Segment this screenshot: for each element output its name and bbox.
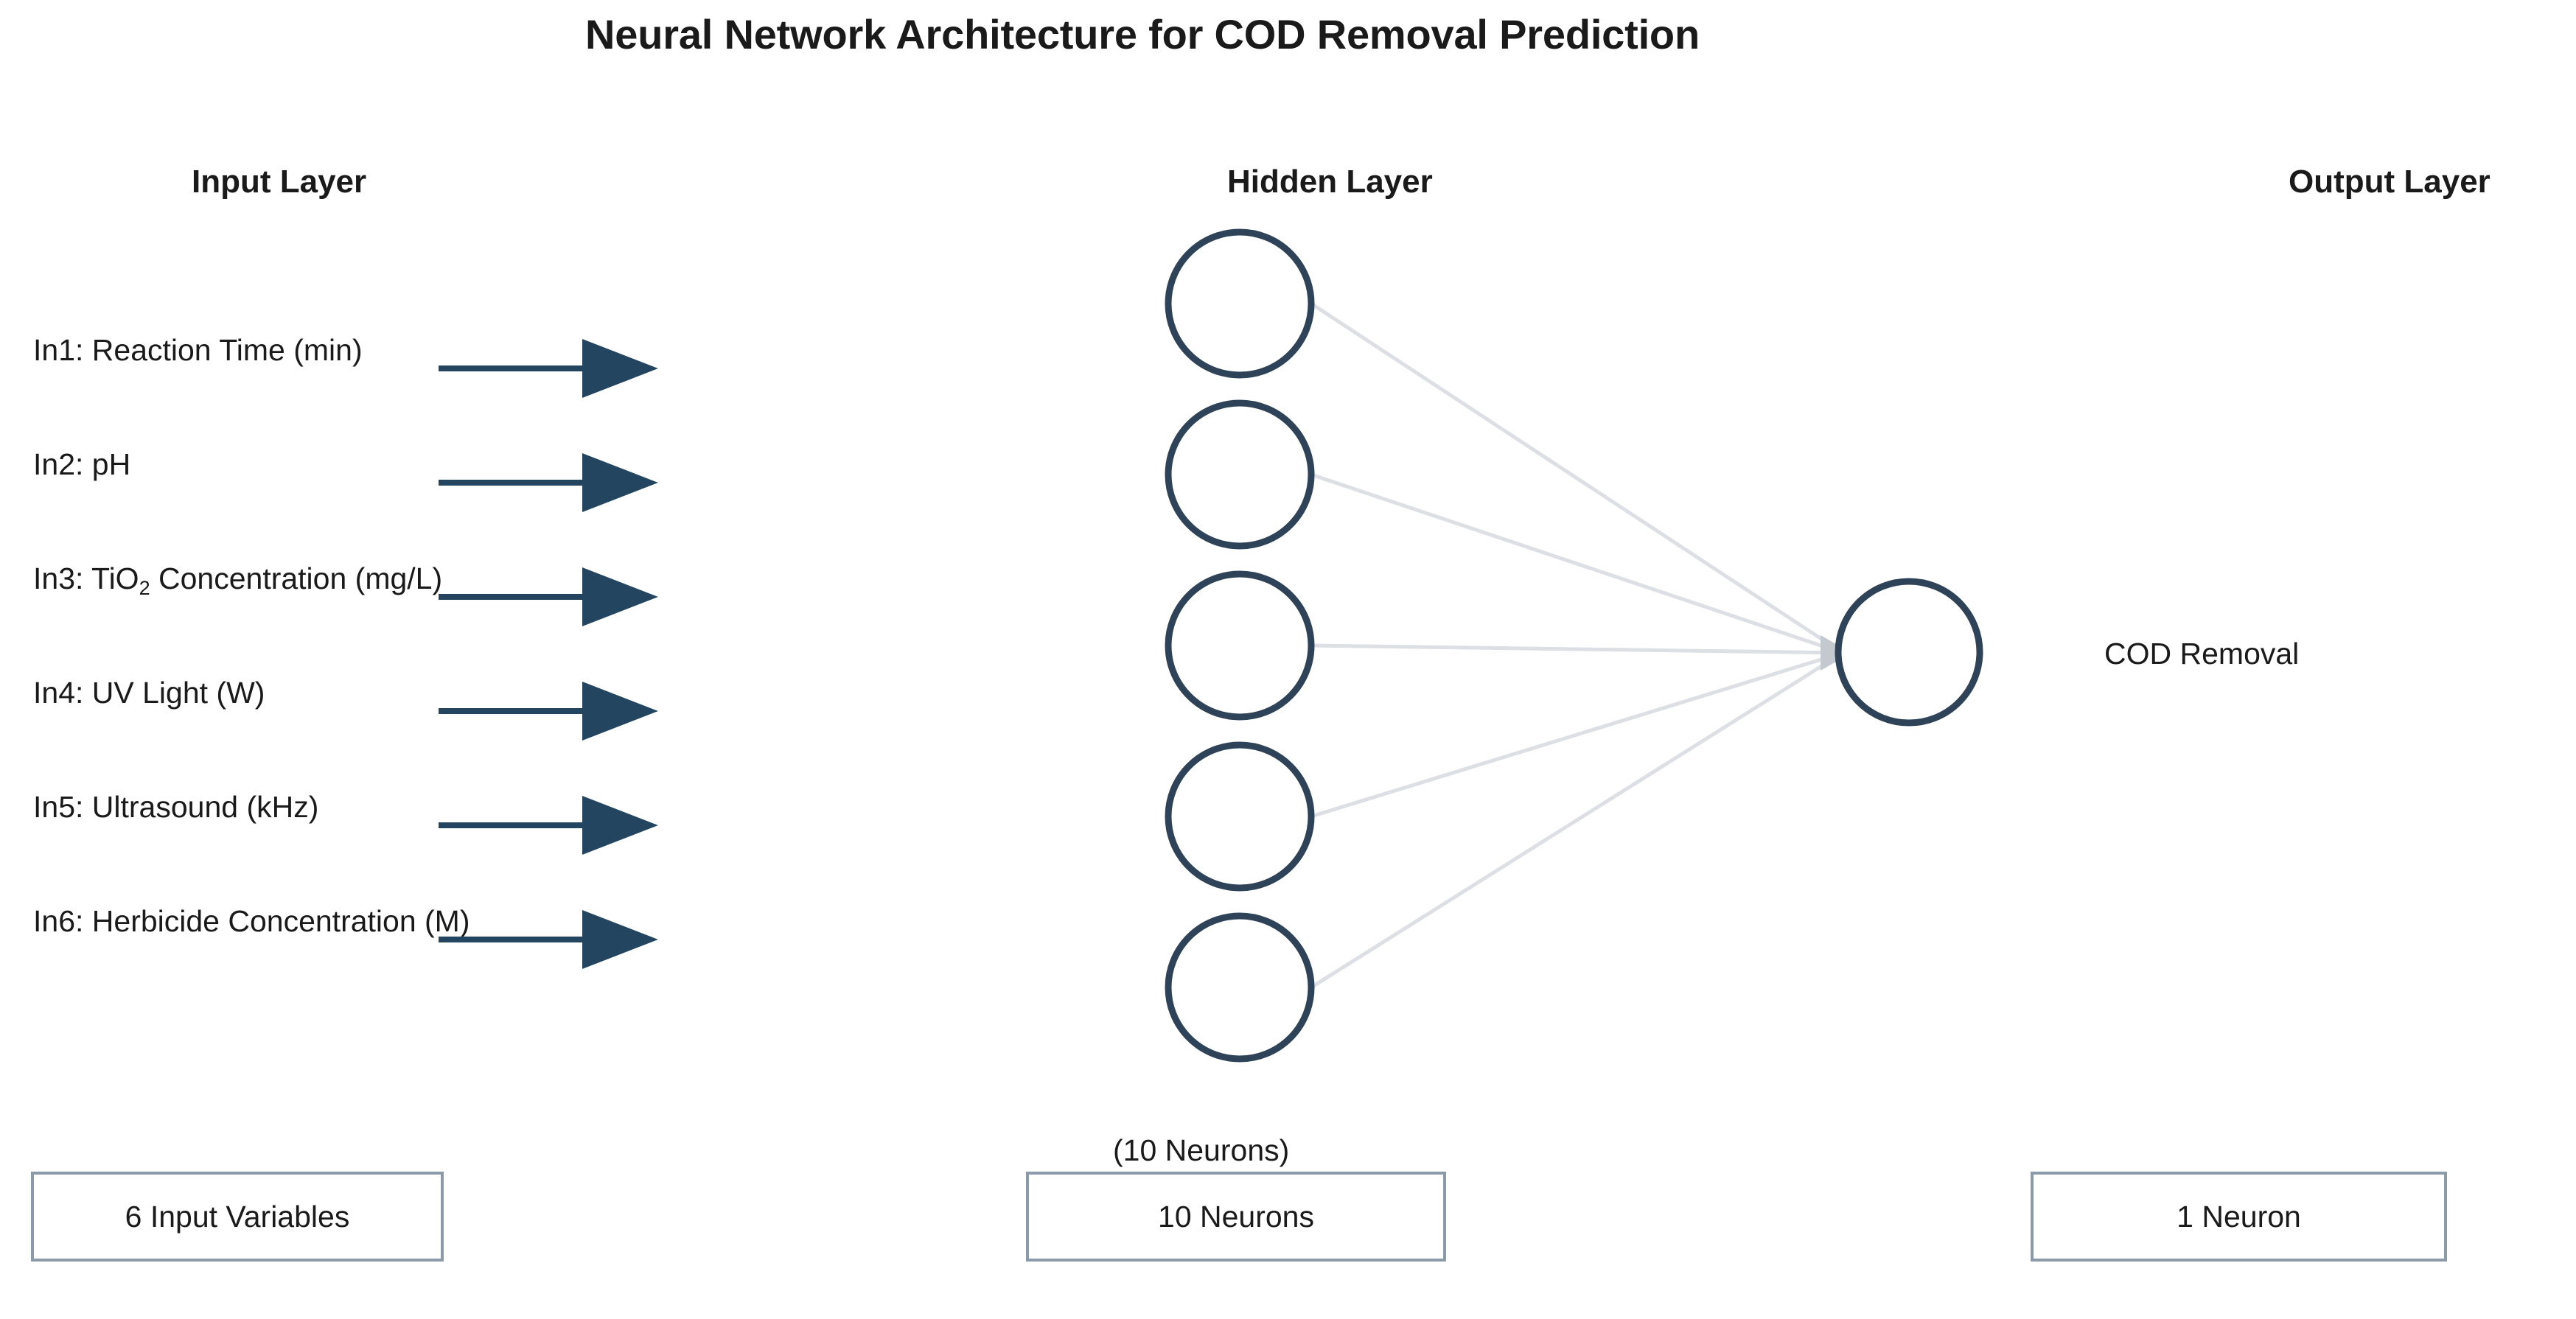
input-arrow-1 [439,339,658,398]
hidden-layer-heading: Hidden Layer [1227,164,1433,200]
hidden-neuron-5 [1165,912,1315,1063]
input-variable-name-1: Reaction Time (min) [91,333,363,367]
connection-line-5 [1310,651,1844,990]
input-variable-label-6: In6: Herbicide Concentration (M) [33,906,470,937]
input-variable-prefix-4: In4: [33,676,92,710]
input-variable-label-5: In5: Ultrasound (kHz) [33,792,318,822]
connection-lines [1310,301,1851,990]
output-layer-heading: Output Layer [2289,164,2491,200]
input-variable-prefix-6: In6: [33,904,92,938]
page-title: Neural Network Architecture for COD Remo… [585,11,1700,57]
input-variable-prefix-3: In3: [33,561,92,595]
input-variable-suffix-3: Concentration (mg/L) [150,561,443,595]
input-variable-label-1: In1: Reaction Time (min) [33,335,363,365]
input-arrow-3 [439,567,658,626]
hidden-neuron-4 [1165,741,1315,892]
output-neuron-1 [1835,578,1983,727]
output-count-box: 1 Neuron [2031,1172,2447,1262]
hidden-layer-neurons [1165,228,1315,1063]
hidden-count-box: 10 Neurons [1026,1172,1446,1262]
input-variable-prefix-5: In5: [33,790,92,824]
input-variable-label-3: In3: TiO2 Concentration (mg/L) [33,561,443,598]
input-variable-prefix-1: In1: [33,333,92,367]
output-layer-neurons [1835,578,1983,727]
hidden-neuron-3 [1165,570,1315,721]
connection-line-3 [1310,643,1843,655]
input-variable-name-2: pH [91,447,131,481]
input-arrow-6 [439,910,658,969]
input-variable-name-3: TiO [91,561,139,595]
input-arrow-4 [439,682,658,741]
input-count-box: 6 Input Variables [31,1172,444,1262]
input-variable-name-4: UV Light (W) [91,676,265,710]
hidden-neuron-2 [1165,399,1315,550]
connection-line-2 [1310,472,1843,655]
hidden-layer-note: (10 Neurons) [1113,1133,1290,1167]
input-variable-name-5: Ultrasound (kHz) [91,790,319,824]
input-variable-subscript-3: 2 [139,577,150,599]
hidden-neuron-1 [1165,228,1315,379]
input-variable-name-6: Herbicide Concentration (M) [91,904,470,938]
output-node-label: COD Removal [2104,637,2300,671]
input-layer-heading: Input Layer [192,164,367,200]
input-arrow-5 [439,796,658,855]
connection-line-4 [1310,651,1843,819]
input-arrow-2 [439,453,658,512]
input-variable-label-4: In4: UV Light (W) [33,678,265,708]
input-variable-prefix-2: In2: [33,447,92,481]
input-arrows [439,339,658,969]
input-variable-label-2: In2: pH [33,449,130,480]
connection-line-1 [1310,301,1844,655]
